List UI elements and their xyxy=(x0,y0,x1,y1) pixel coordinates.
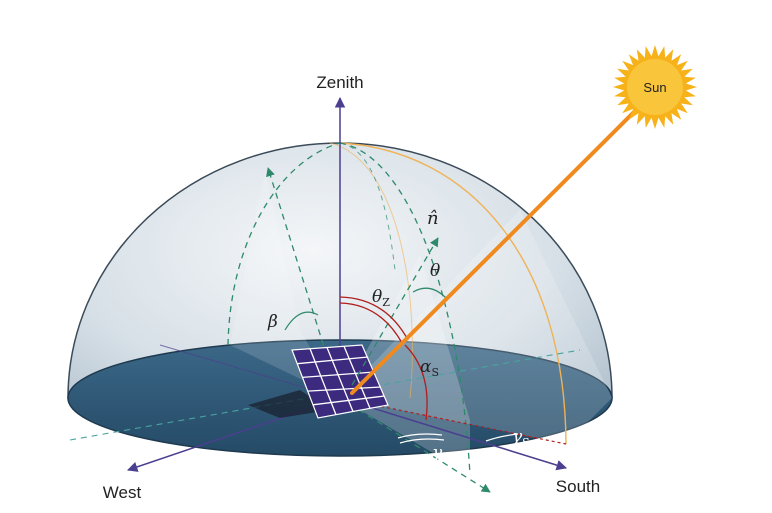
gamma-label: γ xyxy=(432,443,443,463)
alpha-s-label: αS xyxy=(420,357,439,379)
normal-label: n̂ xyxy=(427,208,439,229)
zenith-label: Zenith xyxy=(316,73,363,92)
gamma-s-symbol: γ xyxy=(512,427,523,447)
sun-path-meridian xyxy=(339,142,567,445)
gamma-s-label: γS xyxy=(512,427,530,449)
sun-label: Sun xyxy=(643,80,666,95)
theta-z-label: θZ xyxy=(372,287,390,309)
alpha-s-symbol: α xyxy=(420,357,432,377)
dashed-great-circle-1 xyxy=(227,142,341,346)
theta-angle-arc xyxy=(412,287,447,299)
sun-disc xyxy=(627,59,683,115)
tilt-plane xyxy=(230,170,340,398)
dashed-great-circle-3 xyxy=(339,142,396,271)
alpha-s-angle-arc xyxy=(404,344,428,421)
gamma-angle-arc xyxy=(397,433,443,439)
gamma-s-angle-arc xyxy=(485,433,519,442)
west-label: West xyxy=(103,483,142,502)
gamma-angle-arc-2 xyxy=(399,438,445,444)
south-axis xyxy=(339,397,568,471)
panel-azimuth-line xyxy=(339,397,491,493)
theta-z-subscript: Z xyxy=(382,296,390,309)
sun-path-arc xyxy=(329,142,413,399)
theta-label: θ xyxy=(430,261,440,281)
theta-z-angle-arc-2 xyxy=(339,302,403,344)
theta-z-symbol: θ xyxy=(372,287,382,307)
theta-z-angle-arc xyxy=(339,296,409,341)
sun-ray xyxy=(350,106,640,395)
gamma-s-subscript: S xyxy=(522,436,530,449)
alpha-s-subscript: S xyxy=(431,366,439,379)
panel-normal-plane xyxy=(340,255,470,475)
beta-angle-arc xyxy=(284,311,319,331)
south-label: South xyxy=(556,477,600,496)
sun-vertical-plane xyxy=(340,210,612,444)
sun-icon xyxy=(613,45,697,129)
tilt-reference-line xyxy=(266,167,341,399)
beta-label: β xyxy=(267,312,278,332)
